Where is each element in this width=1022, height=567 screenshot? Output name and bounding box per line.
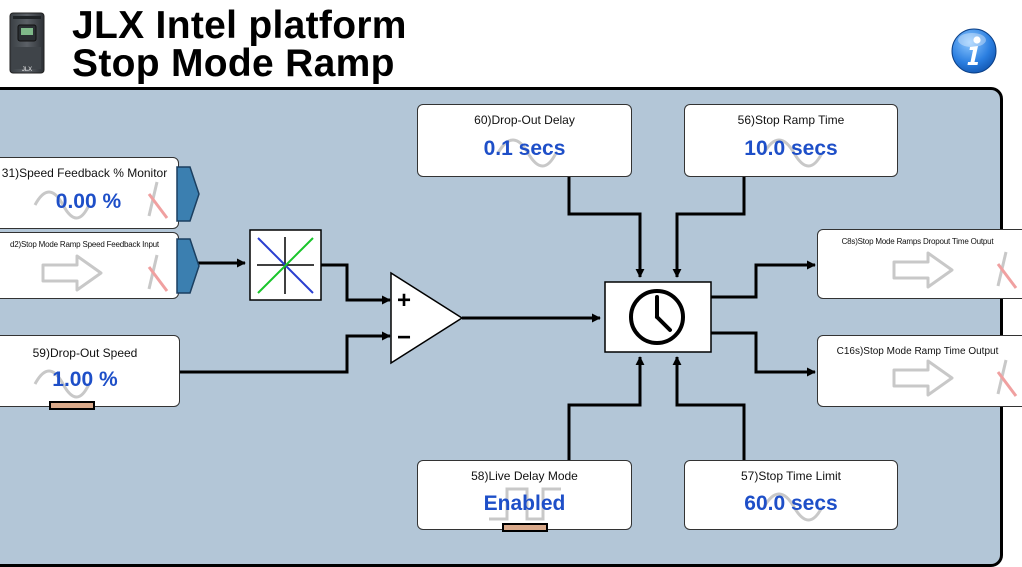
drop-out-speed-slider[interactable] bbox=[49, 401, 95, 410]
speed-feedback-monitor-block[interactable]: 31)Speed Feedback % Monitor 0.00 % bbox=[0, 157, 179, 229]
page-title-line1: JLX Intel platform bbox=[72, 4, 407, 47]
disconnected-icon bbox=[147, 254, 169, 292]
output-connector-icon bbox=[176, 166, 200, 222]
square-wave-icon bbox=[489, 487, 561, 521]
live-delay-mode-label: 58)Live Delay Mode bbox=[471, 469, 578, 483]
ramp-time-output-label: C16s)Stop Mode Ramp Time Output bbox=[836, 346, 999, 357]
arrow-right-icon bbox=[41, 254, 103, 292]
drop-out-delay-value: 0.1 secs bbox=[483, 137, 566, 160]
comparator-minus: − bbox=[397, 324, 411, 351]
page-title-line2: Stop Mode Ramp bbox=[72, 42, 395, 85]
signal-wave-icon bbox=[33, 190, 91, 220]
timer-block bbox=[604, 281, 712, 353]
stop-ramp-time-label: 56)Stop Ramp Time bbox=[737, 113, 845, 127]
live-delay-mode-block[interactable]: 58)Live Delay Mode Enabled bbox=[417, 460, 632, 530]
drop-out-speed-block[interactable]: 59)Drop-Out Speed 1.00 % bbox=[0, 335, 180, 407]
stop-time-limit-label: 57)Stop Time Limit bbox=[740, 469, 842, 483]
stop-time-limit-block[interactable]: 57)Stop Time Limit 60.0 secs bbox=[684, 460, 898, 530]
disconnected-icon bbox=[147, 181, 169, 219]
ramp-time-output-block[interactable]: C16s)Stop Mode Ramp Time Output bbox=[817, 335, 1022, 407]
drop-out-delay-label: 60)Drop-Out Delay bbox=[474, 113, 575, 127]
speed-feedback-input-label: d2)Stop Mode Ramp Speed Feedback Input bbox=[10, 240, 159, 249]
signal-wave-icon bbox=[762, 492, 824, 522]
arrow-right-icon bbox=[892, 251, 954, 289]
diagram-wiring: + − bbox=[180, 177, 816, 460]
arrow-right-icon bbox=[892, 359, 954, 397]
speed-feedback-input-block[interactable]: d2)Stop Mode Ramp Speed Feedback Input bbox=[0, 232, 179, 299]
stop-mode-ramp-screen: JLX JLX Intel platform Stop Mode Ramp bbox=[0, 4, 1022, 567]
comparator-block: + − bbox=[390, 271, 464, 365]
drive-logo: JLX bbox=[8, 11, 46, 75]
comparator-plus: + bbox=[397, 287, 411, 314]
scaler-block bbox=[249, 229, 322, 301]
disconnected-icon bbox=[996, 251, 1018, 289]
live-delay-mode-value: Enabled bbox=[483, 492, 566, 515]
disconnected-icon bbox=[996, 359, 1018, 397]
signal-wave-icon bbox=[762, 138, 824, 168]
speed-feedback-monitor-label: 31)Speed Feedback % Monitor bbox=[1, 166, 168, 180]
speed-feedback-monitor-value: 0.00 % bbox=[55, 190, 122, 213]
stop-time-limit-value: 60.0 secs bbox=[744, 492, 838, 515]
drive-logo-text: JLX bbox=[22, 67, 32, 73]
drop-out-delay-block[interactable]: 60)Drop-Out Delay 0.1 secs bbox=[417, 104, 632, 177]
stop-ramp-time-value: 10.0 secs bbox=[744, 137, 838, 160]
dropout-time-output-label: C8s)Stop Mode Ramps Dropout Time Output bbox=[841, 237, 994, 246]
signal-wave-icon bbox=[33, 369, 91, 399]
live-delay-mode-slider[interactable] bbox=[502, 523, 548, 532]
clock-icon bbox=[629, 289, 685, 345]
info-icon[interactable] bbox=[950, 27, 998, 75]
drop-out-speed-label: 59)Drop-Out Speed bbox=[32, 346, 138, 360]
drop-out-speed-value: 1.00 % bbox=[52, 368, 118, 391]
signal-wave-icon bbox=[496, 138, 558, 168]
input-connector-icon bbox=[176, 238, 200, 294]
dropout-time-output-block[interactable]: C8s)Stop Mode Ramps Dropout Time Output bbox=[817, 229, 1022, 299]
stop-ramp-time-block[interactable]: 56)Stop Ramp Time 10.0 secs bbox=[684, 104, 898, 177]
